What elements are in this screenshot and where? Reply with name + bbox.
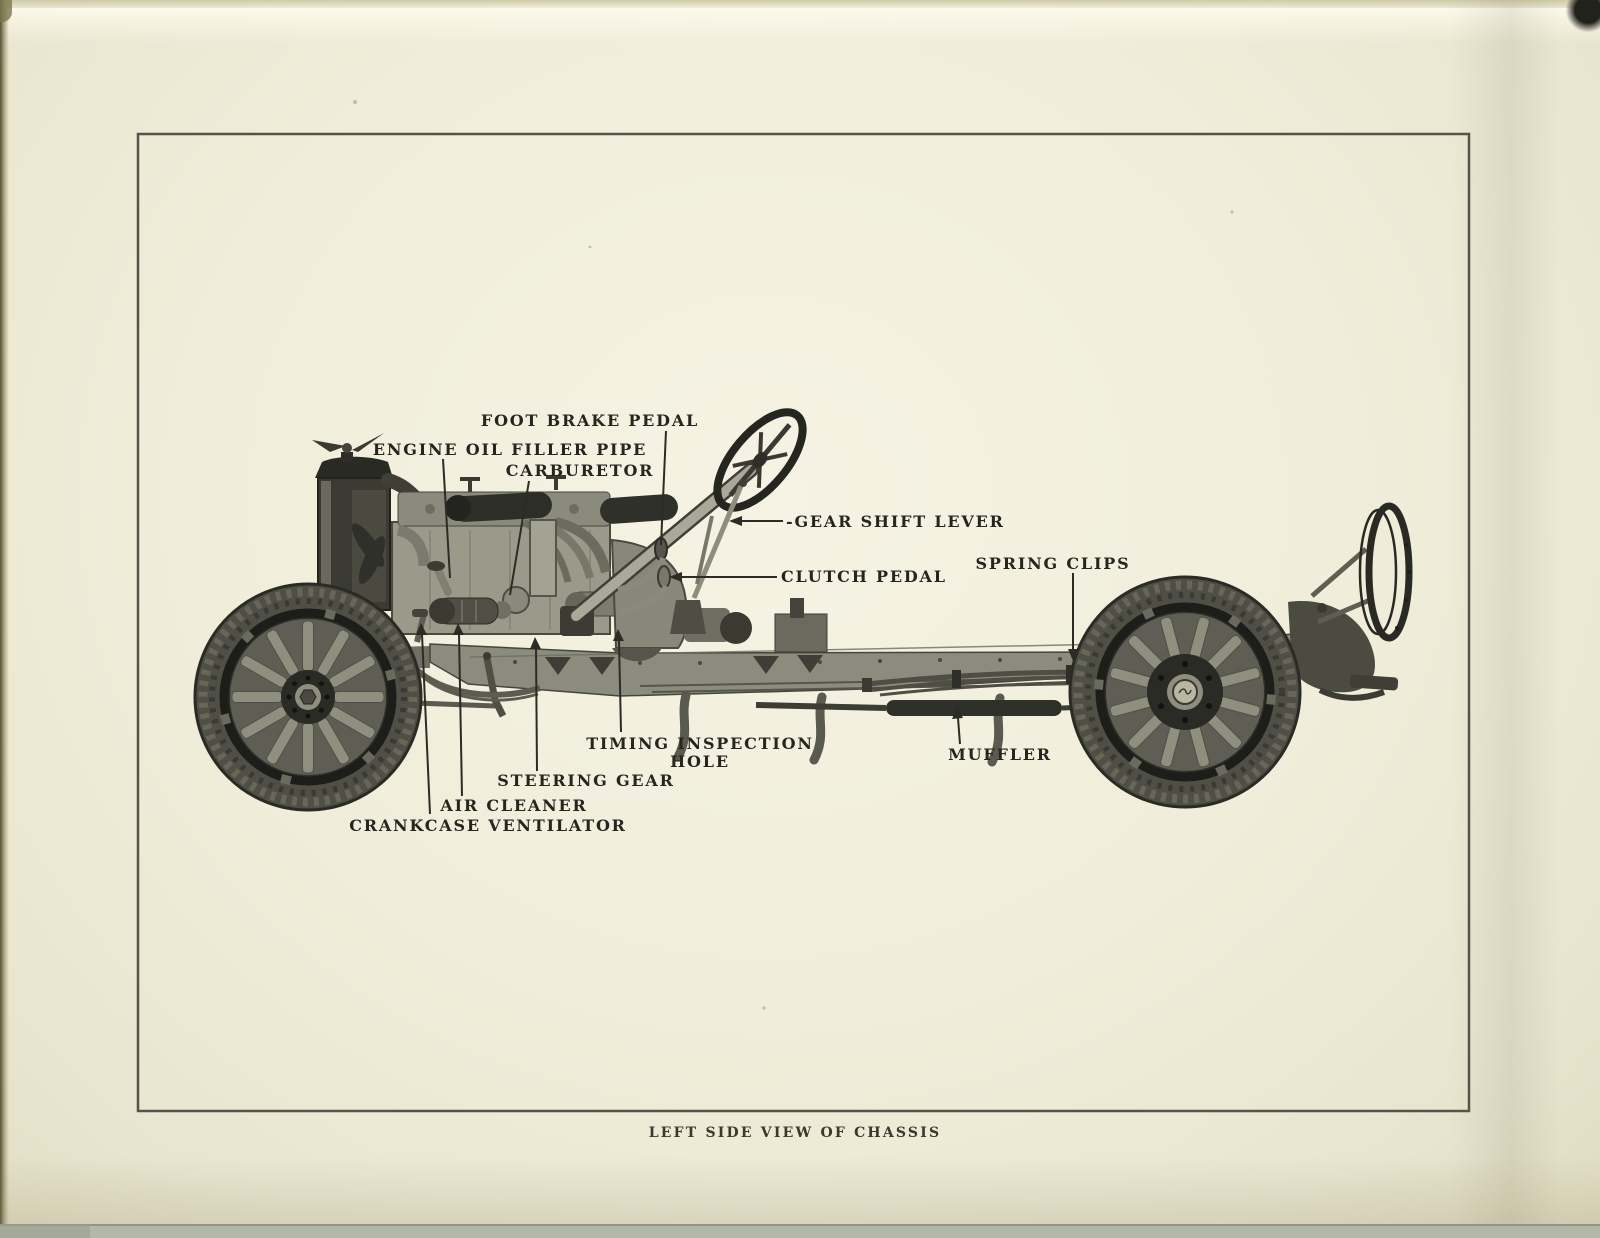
gear-shift-knob (739, 479, 747, 487)
arrowhead-muffler (952, 707, 963, 719)
arrowhead-crankcase-ventilator (416, 623, 427, 635)
leader-steering-gear (535, 647, 538, 772)
hand-brake-lever (695, 515, 714, 585)
arrowhead-timing-hole (613, 629, 624, 641)
page-top-highlight (0, 8, 1600, 44)
leader-foot-brake-pedal (660, 430, 667, 546)
top-right-corner-mark (1566, 0, 1600, 32)
label-muffler: MUFFLER (948, 745, 1052, 765)
leader-arrowheads (416, 516, 1078, 719)
oil-filler-pipe (434, 566, 452, 596)
leader-air-cleaner (458, 633, 463, 797)
radiator-cap-ornament (341, 452, 353, 462)
table-edge-strip (0, 1224, 1600, 1238)
spare-rim (1310, 502, 1413, 642)
steering-wheel (713, 408, 807, 512)
front-wheel (193, 582, 423, 812)
plate-caption: LEFT SIDE VIEW OF CHASSIS (648, 1125, 942, 1141)
plate-border (136, 132, 1471, 1113)
gear-lever-boot (670, 600, 706, 634)
gear-shift-lever-rod (691, 485, 744, 599)
front-rim (219, 608, 397, 786)
rear-fender-bracket (1288, 601, 1375, 693)
label-steering-gear: STEERING GEAR (497, 771, 675, 791)
page-bottom-shadow (0, 1156, 1600, 1226)
fan-blade (351, 523, 385, 567)
front-hub-nut (299, 689, 317, 705)
carburetor-riser (529, 519, 557, 597)
arrowhead-gear-shift (729, 516, 742, 526)
rear-hub-cap (1172, 679, 1198, 705)
clutch-pedal-arm (619, 584, 669, 615)
label-timing-line2: HOLE (670, 752, 730, 771)
label-timing-inspection-hole: TIMING INSPECTION HOLE (586, 735, 814, 771)
exhaust-pipe (755, 702, 887, 711)
arrowhead-air-cleaner (453, 623, 464, 635)
arrowhead-steering-gear (530, 637, 541, 649)
brake-pedal-arm (617, 556, 666, 593)
hub-cap-script (1178, 688, 1192, 695)
leader-engine-oil-filler (442, 458, 451, 579)
intake-horn (452, 492, 552, 522)
label-air-cleaner: AIR CLEANER (440, 796, 588, 816)
bracket-post (790, 598, 804, 618)
rear-rim-lugs (1093, 607, 1277, 777)
arrowhead-clutch-pedal (669, 572, 682, 582)
leader-crankcase-ventilator (421, 633, 431, 815)
label-gear-shift-lever: -GEAR SHIFT LEVER (786, 512, 1005, 532)
label-engine-oil-filler-pipe: ENGINE OIL FILLER PIPE (372, 440, 648, 460)
rear-leaf-spring (862, 665, 1089, 697)
paper-specks (353, 100, 1234, 1010)
steering-assembly (560, 408, 807, 636)
label-clutch-pedal: CLUTCH PEDAL (781, 567, 947, 587)
arrowhead-spring-clips (1068, 649, 1078, 661)
intake-pipe (600, 494, 678, 524)
label-timing-line1: TIMING INSPECTION (586, 734, 814, 753)
brake-drum (720, 612, 752, 644)
cross-shaft-bracket (774, 613, 828, 653)
rear-wheel (1068, 575, 1302, 809)
page-left-edge (0, 0, 9, 1238)
front-spokes (231, 620, 385, 774)
label-crankcase-ventilator: CRANKCASE VENTILATOR (349, 816, 627, 836)
water-pipe (396, 524, 430, 567)
top-left-corner-mark (0, 0, 12, 22)
rear-rim (1095, 602, 1275, 782)
leader-timing-hole (618, 639, 622, 733)
leader-lines (421, 430, 1074, 815)
spring-clip (952, 670, 961, 688)
clutch-pedal-pad (657, 565, 671, 589)
leader-carburetor (509, 480, 530, 596)
frame-gussets (545, 655, 823, 675)
muffler-component (886, 700, 1062, 716)
label-spring-clips: SPRING CLIPS (975, 554, 1131, 574)
label-carburetor: CARBURETOR (505, 461, 655, 481)
bottom-left-corner-mark (0, 1224, 90, 1238)
front-rim-lugs (219, 608, 397, 786)
flywheel-cover (612, 648, 662, 662)
label-foot-brake-pedal: FOOT BRAKE PEDAL (480, 411, 700, 431)
oil-filler-cap (427, 561, 445, 571)
leader-muffler (957, 717, 961, 745)
priming-cups (460, 475, 566, 492)
page-top-edge (0, 0, 1600, 8)
